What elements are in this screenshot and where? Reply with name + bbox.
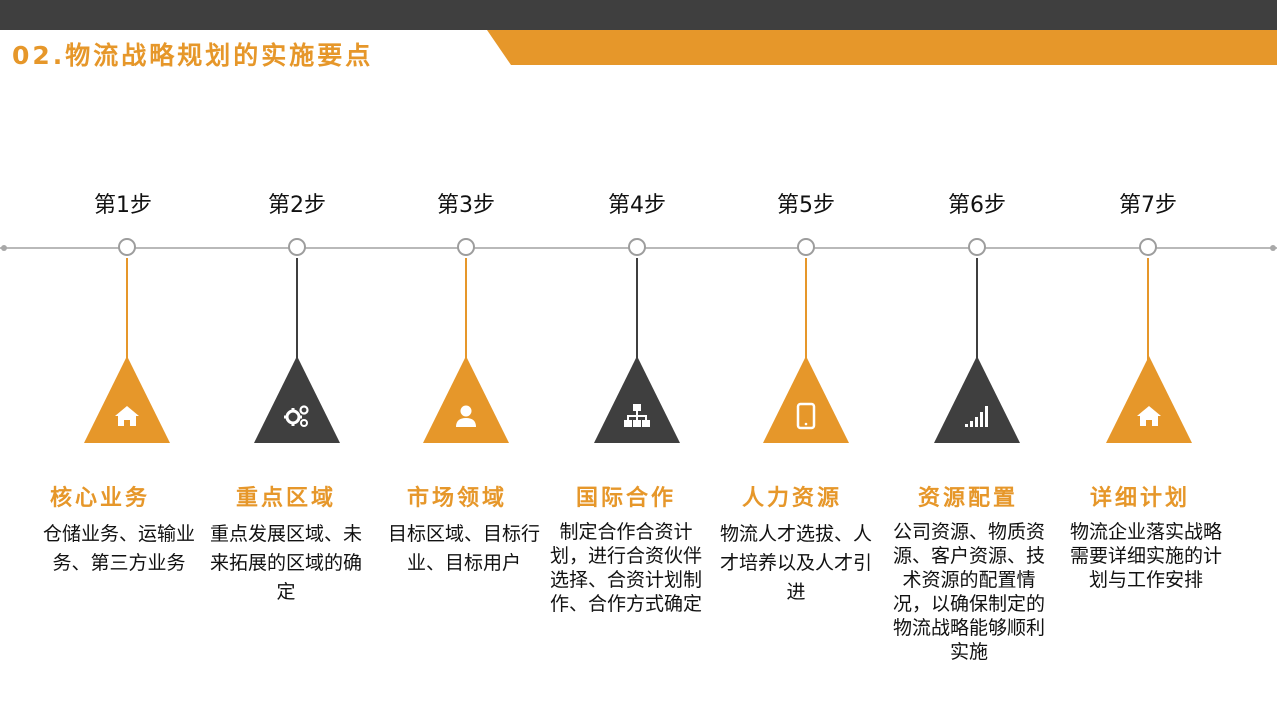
step-label: 第7步 [1119,193,1177,218]
connector-stem [126,258,128,362]
step-label: 第6步 [948,193,1006,218]
category-description: 物流企业落实战略需要详细实施的计划与工作安排 [1069,521,1222,591]
step-label: 第3步 [437,193,495,218]
step-label: 第4步 [608,193,666,218]
connector-stem [636,258,638,362]
user-icon [451,401,481,431]
category-description: 制定合作合资计划，进行合资伙伴选择、合资计划制作、合作方式确定 [549,521,702,615]
header-bar [0,0,1277,30]
category-description: 仓储业务、运输业务、第三方业务 [42,523,195,574]
step-label: 第1步 [94,193,152,218]
connector-stem [1147,258,1149,362]
timeline-node [1139,238,1157,256]
home-icon [1134,401,1164,431]
timeline-node [118,238,136,256]
step-label: 第2步 [268,193,326,218]
connector-stem [976,258,978,362]
category-title: 重点区域 [235,486,336,511]
category-title: 资源配置 [917,486,1018,511]
timeline-node [797,238,815,256]
category-title: 核心业务 [49,486,150,511]
timeline-node [457,238,475,256]
connector-stem [296,258,298,362]
tablet-icon [791,401,821,431]
category-description: 物流人才选拔、人才培养以及人才引进 [719,523,872,603]
step-label: 第5步 [777,193,835,218]
category-description: 目标区域、目标行业、目标用户 [387,523,540,574]
org-chart-icon [622,401,652,431]
connector-stem [805,258,807,362]
page-title: 02.物流战略规划的实施要点 [12,41,374,70]
signal-bars-icon [962,401,992,431]
header-accent-band [487,30,1277,65]
category-title: 详细计划 [1089,486,1190,511]
category-title: 市场领域 [406,486,507,511]
category-description: 公司资源、物质资源、客户资源、技术资源的配置情况，以确保制定的物流战略能够顺利实… [892,521,1045,663]
timeline-node [628,238,646,256]
gears-icon [282,401,312,431]
timeline-node [968,238,986,256]
timeline-end-dot [1270,245,1276,251]
home-icon [112,401,142,431]
category-title: 人力资源 [741,486,842,511]
category-title: 国际合作 [575,486,676,511]
category-description: 重点发展区域、未来拓展的区域的确定 [209,523,362,603]
timeline-node [288,238,306,256]
connector-stem [465,258,467,362]
timeline-start-dot [1,245,7,251]
